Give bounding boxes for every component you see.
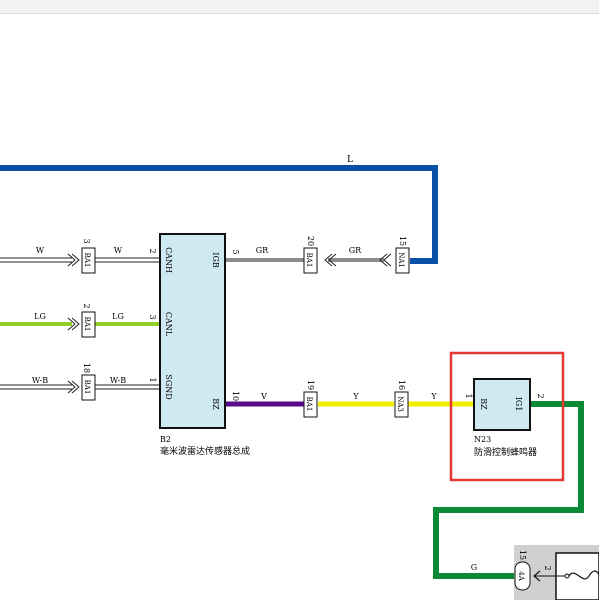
module-b2-pin-canl: CANL (164, 312, 173, 337)
top-toolbar (0, 0, 599, 13)
connector-wb-pin: 18 (82, 363, 91, 373)
fuse-icon (568, 570, 599, 580)
pin-n23-out: 2 (536, 393, 545, 398)
connector-lg-box (81, 311, 96, 338)
connector-gr-box (303, 247, 318, 274)
wire-lg-label-right: LG (112, 312, 124, 321)
wire-y-label-right: Y (430, 392, 437, 401)
connector-g-label: 4A (517, 571, 525, 581)
connector-v-pin: 19 (306, 380, 315, 390)
module-b2-pin-bz: BZ (211, 398, 220, 410)
connector-gr-pin: 20 (306, 236, 315, 246)
module-b2-pin-igb: IGB (211, 252, 220, 268)
module-n23-name: 防滑控制蜂鸣器 (474, 446, 537, 458)
highlight-box (449, 351, 565, 482)
connector-l-pin: 15 (398, 236, 407, 246)
connector-w-label: BA1 (83, 253, 91, 268)
pin-w-mod: 2 (148, 248, 157, 253)
wire-y-label-left: Y (352, 392, 359, 401)
wire-w-label-left: W (36, 246, 45, 255)
connector-v-box (303, 391, 318, 418)
connector-y-box (394, 391, 409, 418)
wire-l-label: L (347, 155, 353, 165)
connector-wb-box (81, 374, 96, 401)
module-b2-pin-sgnd: SGND (164, 374, 173, 399)
wire-v-label: V (260, 392, 267, 401)
connector-l-label: NA1 (397, 252, 405, 268)
connector-y-pin: 16 (397, 380, 406, 390)
wire-g (433, 401, 584, 579)
pin-gr-mod: 5 (231, 249, 240, 254)
wire-g-label: G (471, 563, 477, 572)
connector-wb-label: BA1 (83, 380, 91, 395)
module-b2-pin-canh: CANH (164, 247, 173, 273)
connector-g-box (514, 561, 531, 591)
connector-g-pin: 15 (518, 550, 527, 560)
wire-wb-label-right: W-B (110, 376, 126, 385)
fuse-node (564, 573, 570, 579)
pin-lg-mod: 3 (148, 314, 157, 319)
connector-y-label: NA3 (396, 396, 404, 412)
wire-l-blue (0, 165, 438, 264)
wire-w (0, 253, 160, 267)
module-b2-id: B2 (160, 435, 171, 444)
module-n23-pin-ig1: IG1 (514, 397, 523, 412)
wire-lg (0, 317, 160, 331)
module-b2-name: 毫米波雷达传感器总成 (160, 445, 250, 457)
wire-wb (0, 380, 160, 394)
wire-gr-label-right: GR (349, 246, 362, 255)
wire-gr-label-left: GR (256, 246, 269, 255)
connector-l-box (395, 247, 410, 274)
wire-w-label-right: W (114, 246, 123, 255)
connector-gr-label: BA1 (305, 253, 313, 268)
module-n23-pin-bz: BZ (479, 398, 488, 410)
fuse-pin: 2 (543, 565, 552, 570)
pin-v-mod: 10 (231, 391, 240, 401)
pin-wb-mod: 1 (148, 377, 157, 382)
connector-w-pin: 3 (82, 238, 91, 243)
module-b2-box (159, 233, 226, 429)
pin-n23-in: 1 (464, 393, 473, 398)
wire-lg-label-left: LG (34, 312, 46, 321)
wire-gr (225, 253, 392, 267)
wire-wb-label-left: W-B (32, 376, 48, 385)
connector-lg-pin: 2 (82, 303, 91, 308)
connector-v-label: BA1 (305, 397, 313, 412)
module-n23-id: N23 (474, 435, 491, 444)
connector-lg-label: BA1 (83, 317, 91, 332)
module-n23-box (473, 378, 531, 431)
connector-w-box (81, 247, 96, 274)
